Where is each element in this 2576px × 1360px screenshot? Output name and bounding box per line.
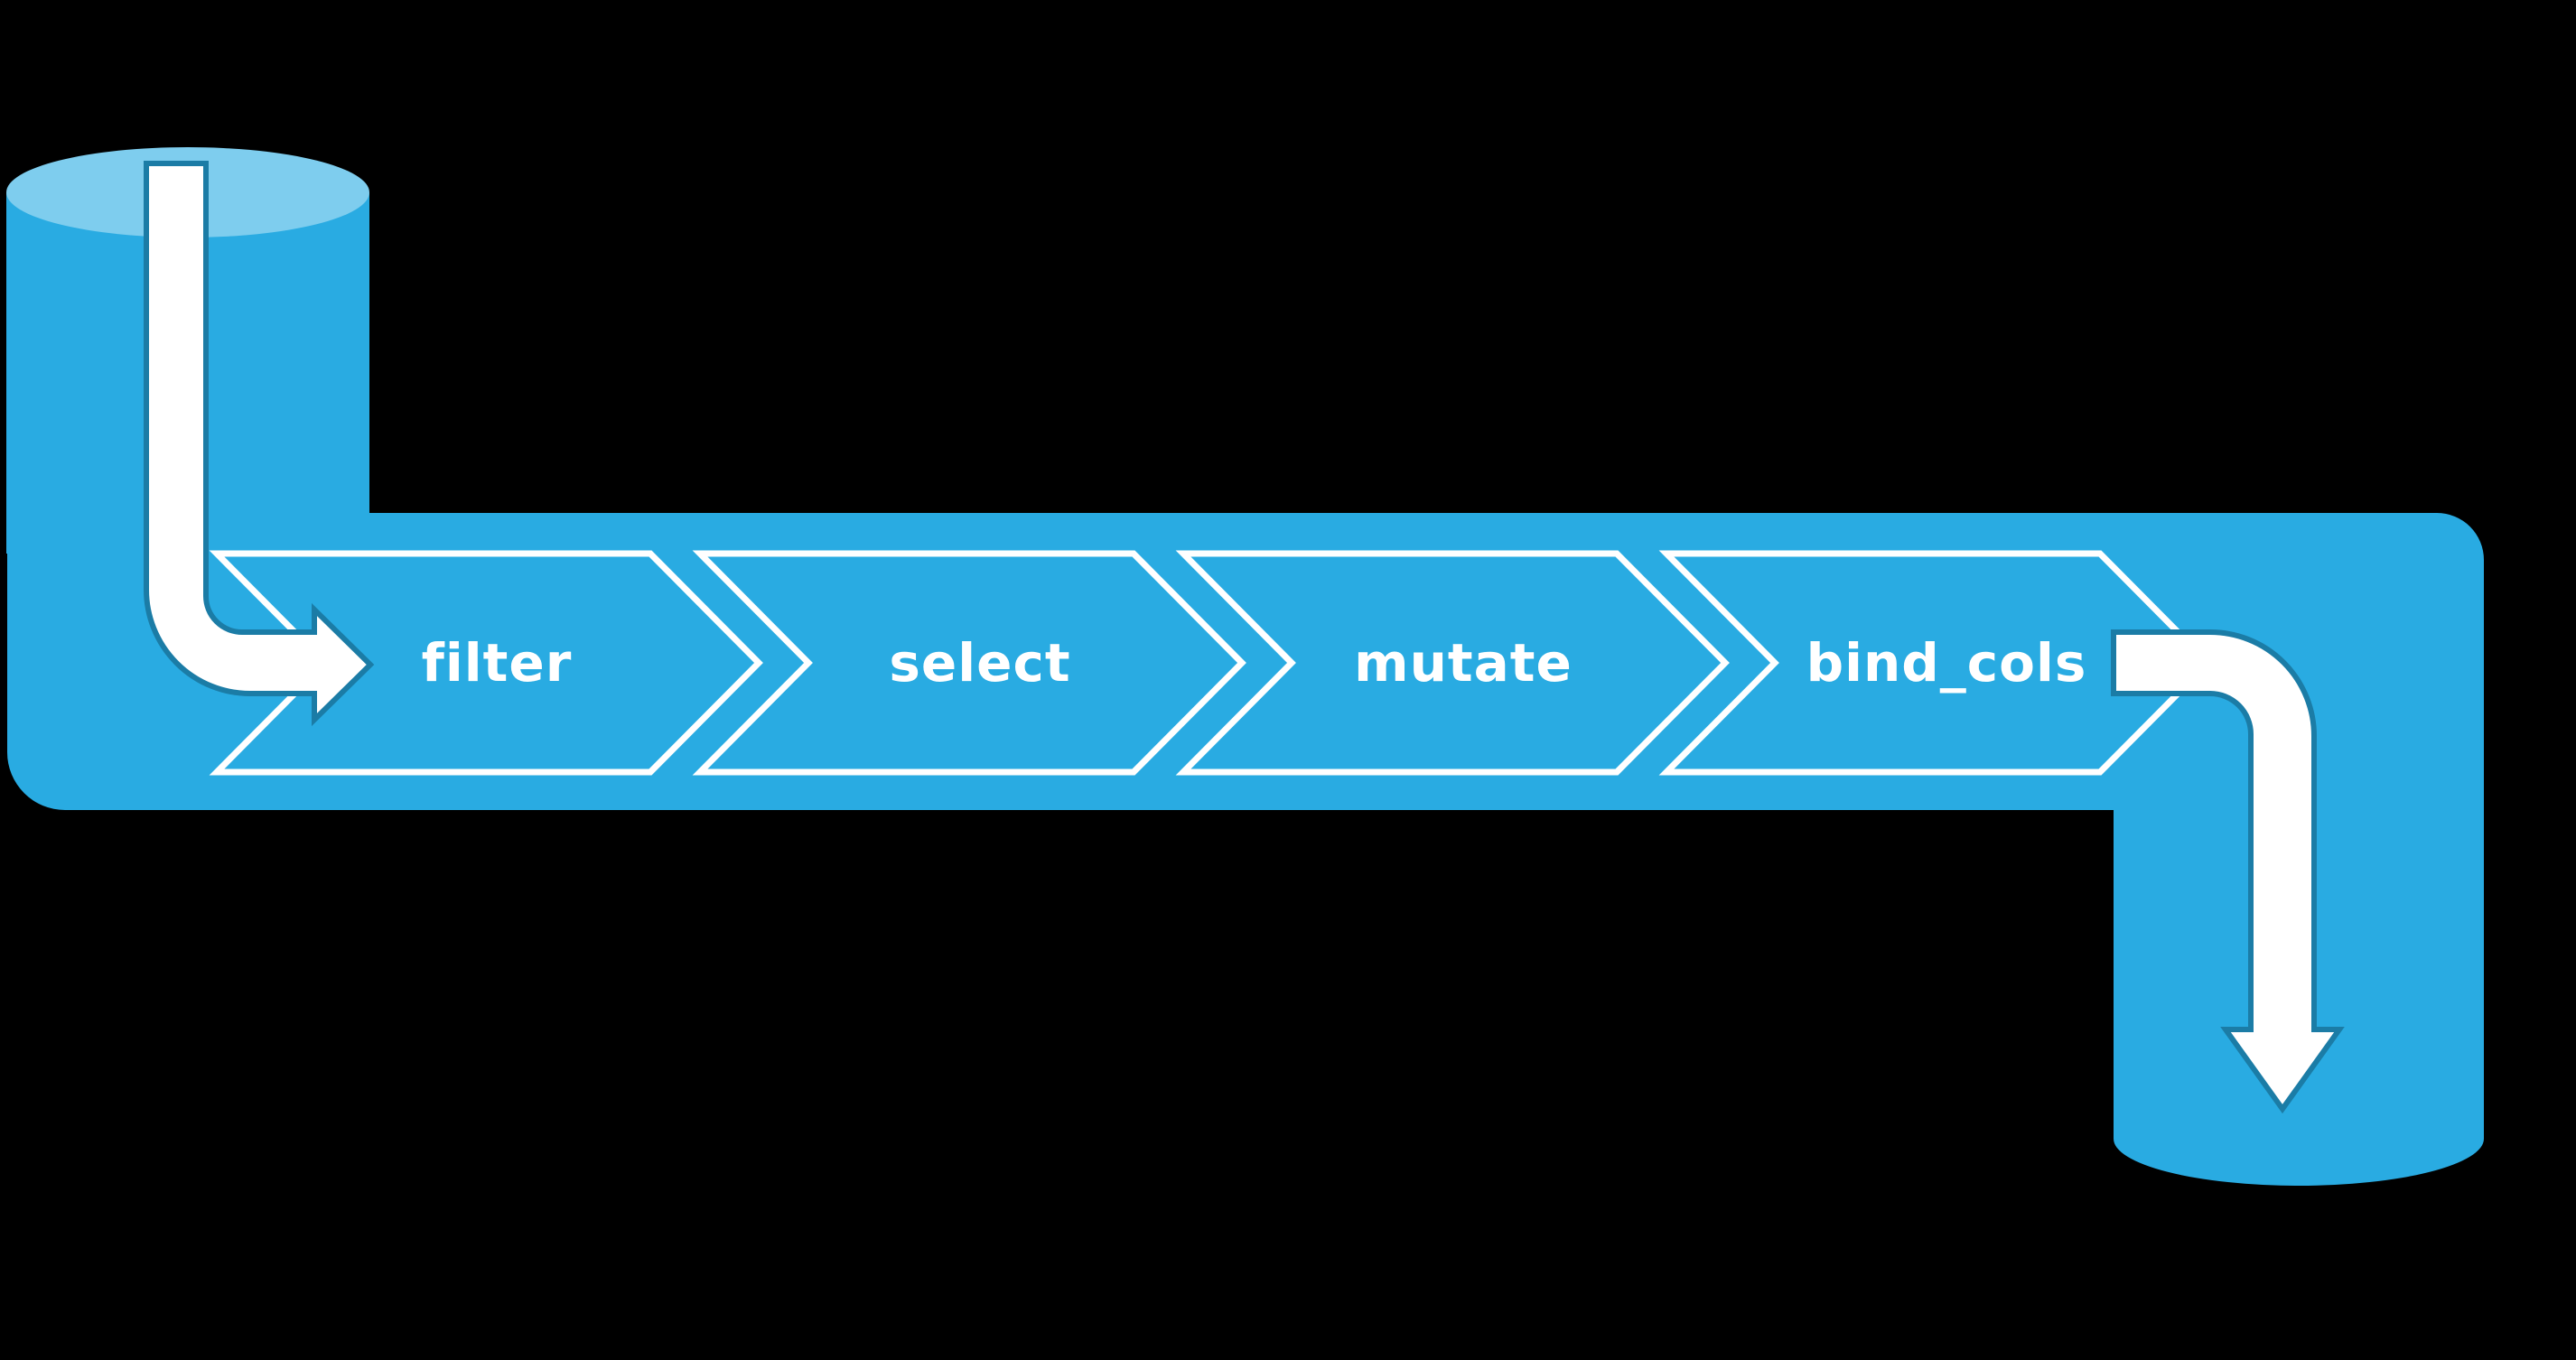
- pipeline-step-chevron: bind_cols: [1658, 550, 2213, 776]
- step-label: filter: [422, 632, 573, 694]
- step-label: bind_cols: [1806, 632, 2087, 694]
- pipeline-steps: filter select mutate bind_cols: [209, 550, 2213, 776]
- chevron-outline: [692, 550, 1246, 776]
- chevron-outline: [1175, 550, 1730, 776]
- pipeline-band: [7, 513, 2484, 1186]
- chevron-outline: [1658, 550, 2213, 776]
- pipeline-step-chevron: select: [692, 550, 1246, 776]
- pipe-arrow-right-icon: [144, 161, 375, 727]
- step-label: select: [889, 632, 1070, 694]
- step-label: mutate: [1354, 632, 1573, 694]
- pipeline-step-chevron: mutate: [1175, 550, 1730, 776]
- pipe-arrow-down-icon: [2111, 629, 2345, 1114]
